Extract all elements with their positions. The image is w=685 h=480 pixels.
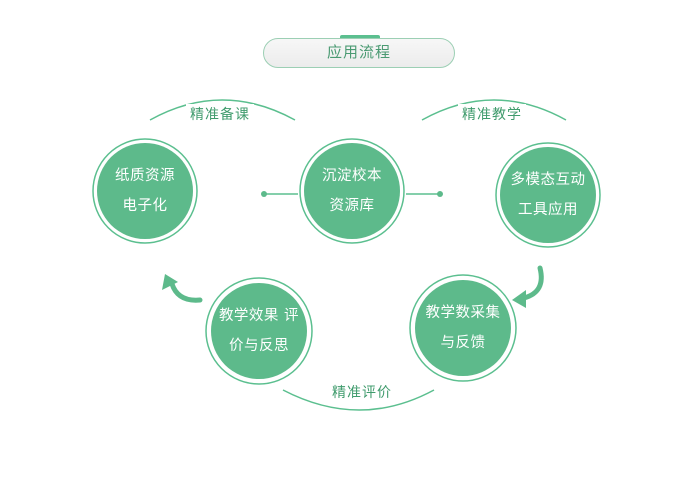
node-evaluation-line2: 价与反思 xyxy=(229,338,289,354)
title-accent-bar xyxy=(340,35,380,40)
node-data-collection: 教学数采集 与反馈 xyxy=(415,280,511,376)
node-paper-line1: 纸质资源 xyxy=(115,168,175,184)
ring-evaluation xyxy=(205,277,313,385)
arrow-left-head xyxy=(162,274,178,290)
node-school-line2: 资源库 xyxy=(329,198,375,214)
arc-top-left xyxy=(149,99,296,121)
ring-collection xyxy=(409,274,517,382)
ring-interactive xyxy=(495,142,601,248)
node-multimodal-tools: 多模态互动 工具应用 xyxy=(500,147,596,243)
ring-school xyxy=(299,138,405,244)
page-title: 应用流程 xyxy=(263,38,455,68)
arc-bottom xyxy=(282,389,435,411)
label-precise-evaluation: 精准评价 xyxy=(328,382,396,402)
node-teaching-evaluation: 教学效果 评 价与反思 xyxy=(211,283,307,379)
node-evaluation-line1: 教学效果 评 xyxy=(218,308,300,324)
node-collection-line2: 与反馈 xyxy=(440,335,486,351)
label-precise-prep: 精准备课 xyxy=(186,104,254,124)
node-paper-line2: 电子化 xyxy=(122,198,168,214)
arrow-right-curve xyxy=(521,265,544,301)
label-precise-teaching: 精准教学 xyxy=(458,104,526,124)
arc-top-right xyxy=(421,99,567,121)
arrow-right-head xyxy=(512,290,526,308)
connector-right-dot xyxy=(437,191,443,197)
node-interactive-line2: 工具应用 xyxy=(518,202,578,218)
arrow-left-curve xyxy=(169,281,203,303)
ring-paper xyxy=(92,138,198,244)
node-interactive-line1: 多模态互动 xyxy=(510,172,586,188)
node-school-line1: 沉淀校本 xyxy=(322,168,382,184)
connector-left-dot xyxy=(261,191,267,197)
node-paper-digitization: 纸质资源 电子化 xyxy=(97,143,193,239)
node-collection-line1: 教学数采集 xyxy=(425,305,501,321)
node-school-resource-library: 沉淀校本 资源库 xyxy=(304,143,400,239)
